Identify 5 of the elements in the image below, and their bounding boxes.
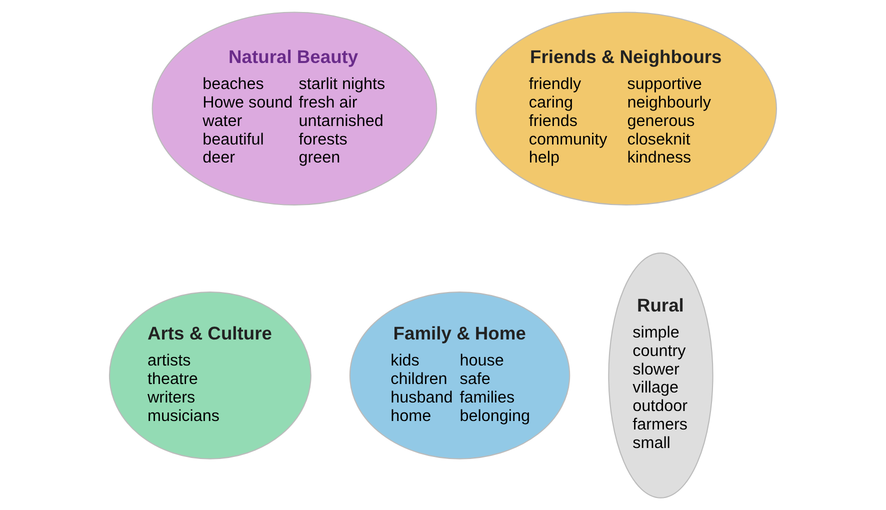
node-ellipse: Friends & Neighbours friendly caring friends community help supportive neighbourly generous closeknit kindness [475, 12, 777, 206]
node-ellipse: Rural simple country slower village outdoor farmers small [608, 252, 714, 498]
node-ellipse: Arts & Culture artists theatre writers musicians [108, 292, 312, 460]
node-ellipse: Family & Home kids children husband home house safe families belonging [349, 292, 570, 460]
node-ellipse: Natural Beauty beaches Howe sound water beautiful deer starlit nights fresh air untarnished forests green [152, 12, 438, 206]
